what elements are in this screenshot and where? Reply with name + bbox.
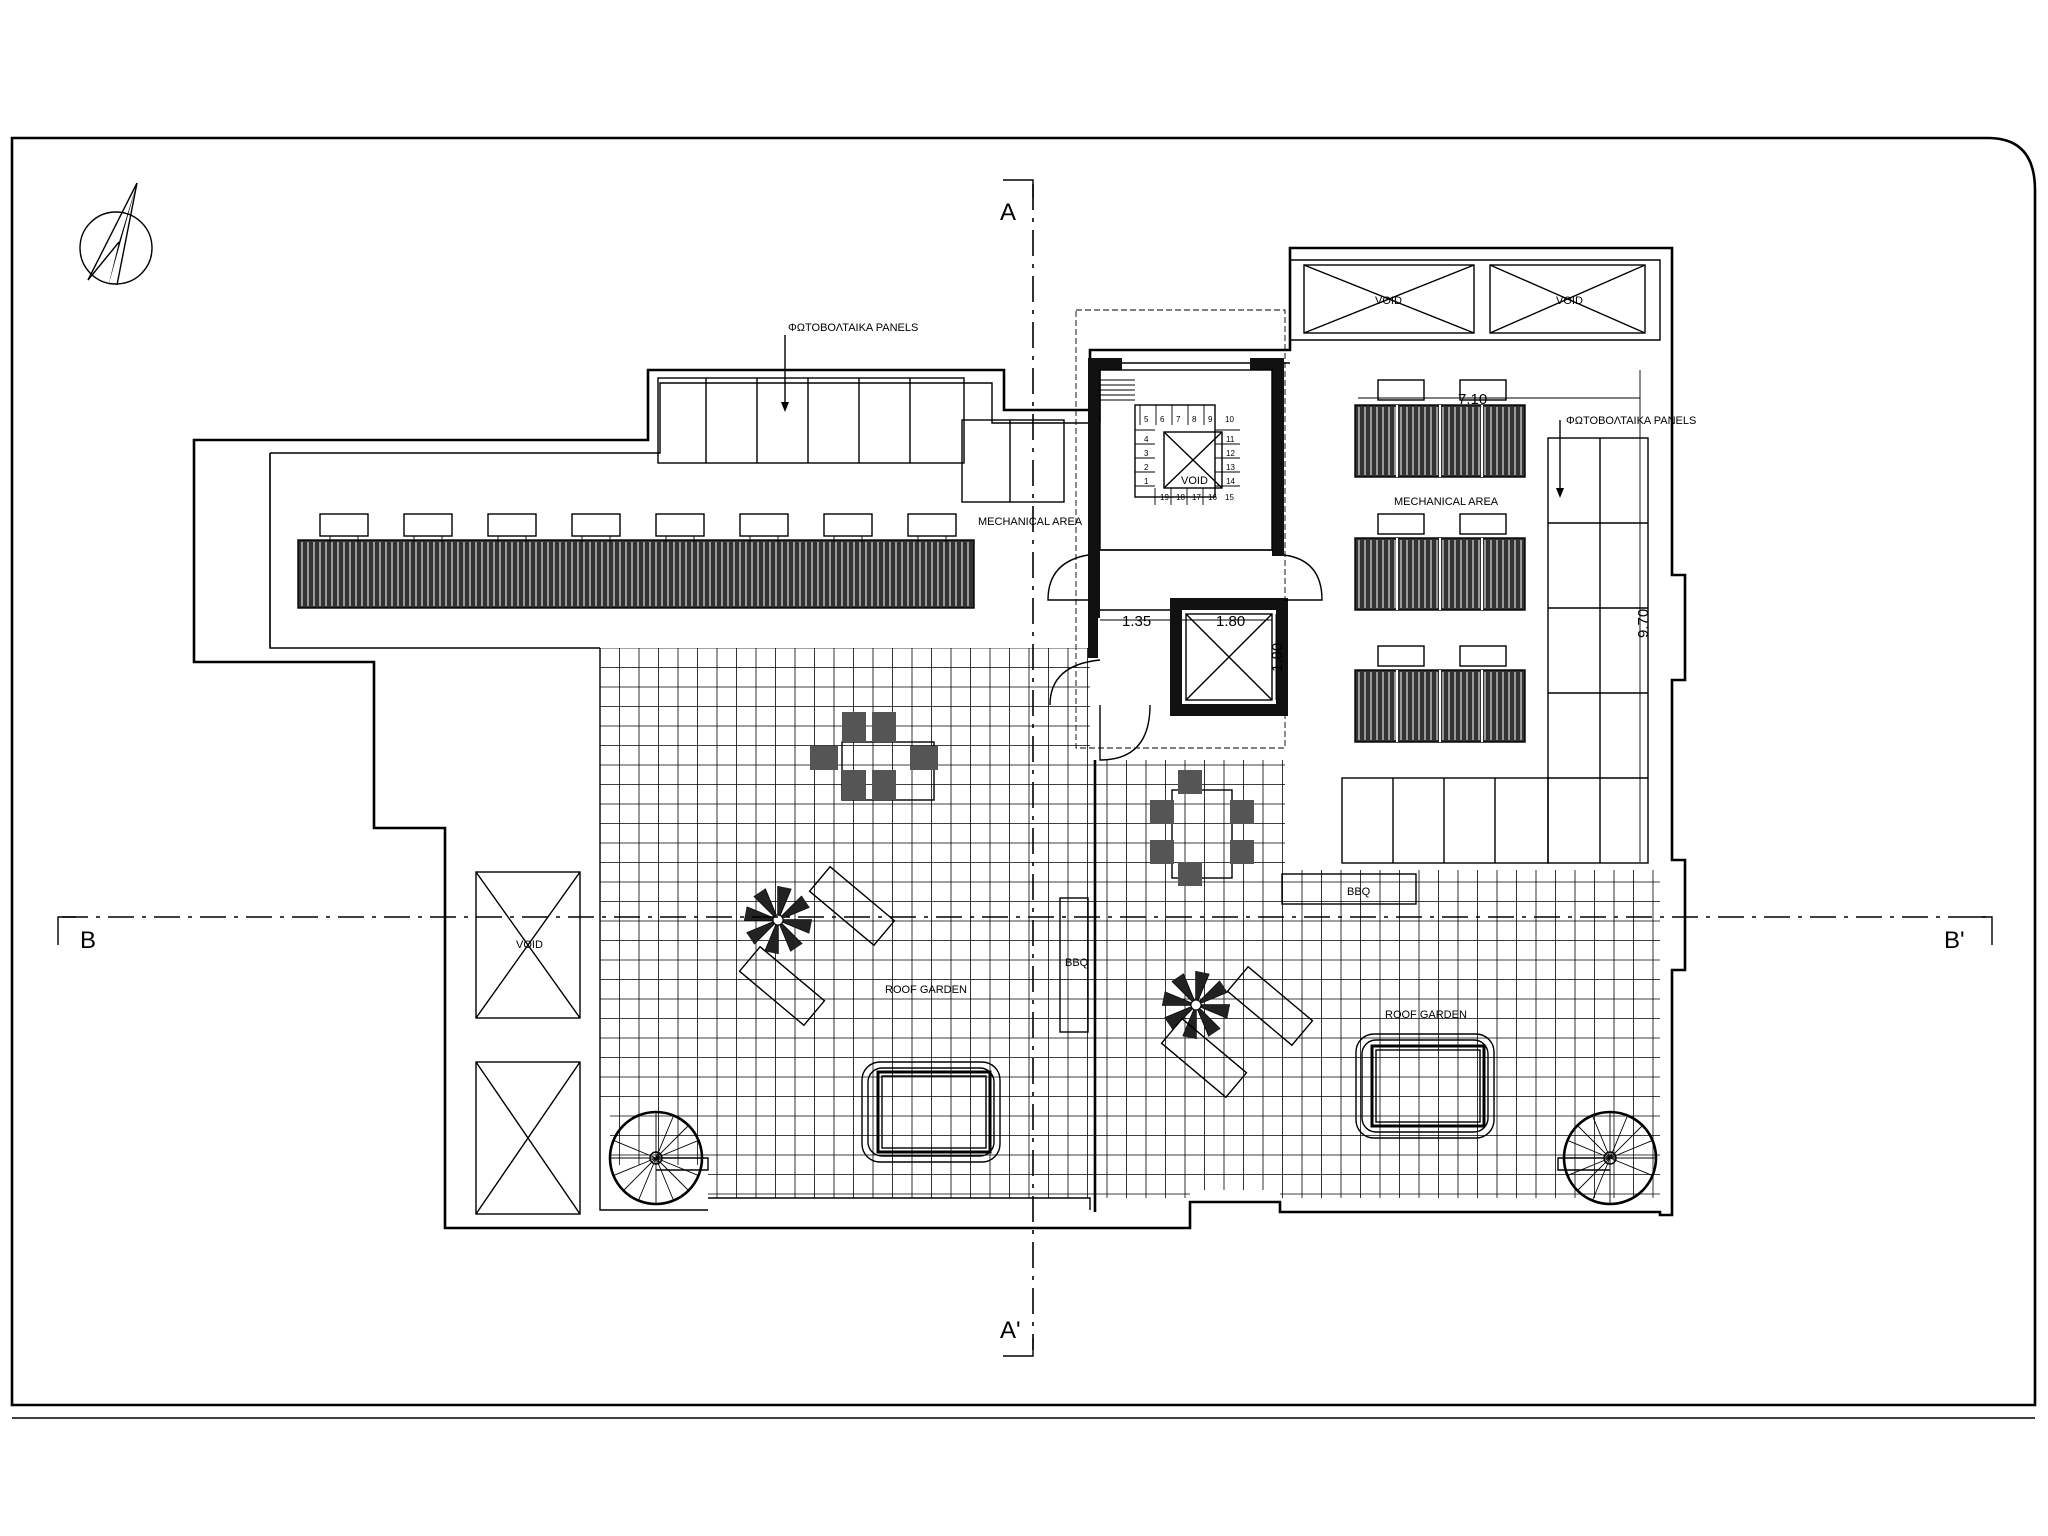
mechanical-area-left-label: MECHANICAL AREA [978,516,1083,528]
void-top-1-label: VOID [1375,295,1402,307]
void-stair-label: VOID [1181,475,1208,487]
stair-step-number: 19 [1160,493,1169,502]
stair-step-number: 8 [1192,415,1197,424]
stair-step-number: 11 [1226,435,1235,444]
dimension-1-80-horizontal: 1.80 [1216,613,1245,630]
stair-step-number: 4 [1144,435,1149,444]
pv-panels-left-label: ΦΩΤΟΒΟΛΤΑΙΚΑ PANELS [788,322,918,334]
section-a-top-label: A [1000,199,1016,226]
elevator [1170,598,1288,716]
bbq-counter-right [1281,873,1417,905]
dimension-7-10: 7.10 [1458,391,1487,408]
hvac-units-left [297,513,975,609]
hvac-units-right [1354,379,1526,743]
stair-step-number: 6 [1160,415,1165,424]
umbrella-lounger-right [1160,965,1314,1099]
pv-panels-right-label: ΦΩΤΟΒΟΛΤΑΙΚΑ PANELS [1566,415,1696,427]
stair-step-number: 1 [1144,477,1149,486]
jacuzzi-right [1355,1033,1495,1139]
dimension-9-70: 9.70 [1635,609,1652,638]
bbq-counter-center [1059,897,1089,1033]
stair-step-number: 15 [1225,493,1234,502]
void-top-2-label: VOID [1556,295,1583,307]
stair-step-number: 13 [1226,463,1235,472]
stair-step-number: 5 [1144,415,1149,424]
void-left-label: VOID [516,939,543,951]
stair-step-number: 12 [1226,449,1235,458]
dimension-lines [1100,370,1641,862]
roof-garden-right-label: ROOF GARDEN [1385,1009,1467,1021]
mechanical-unit-left [961,419,1065,503]
stair-step-number: 9 [1208,415,1213,424]
jacuzzi-left [861,1061,1001,1163]
dining-set-left [810,712,938,801]
stair-step-number: 7 [1176,415,1181,424]
stair-step-number: 14 [1226,477,1235,486]
stair-step-number: 3 [1144,449,1149,458]
section-b-left-label: B [80,927,96,954]
spiral-stair-right [1557,1110,1658,1206]
lobby-doors [1047,554,1323,761]
stair-core [1088,358,1284,618]
bbq-right-label: BBQ [1347,886,1371,898]
stair-step-number: 16 [1208,493,1217,502]
roof-garden-left-label: ROOF GARDEN [885,984,967,996]
stair-step-number: 2 [1144,463,1149,472]
void-boxes-top [1303,264,1646,334]
dimension-1-80-vertical: 1.80 [1269,643,1286,672]
section-line-b [57,916,1993,945]
stair-step-number: 18 [1176,493,1185,502]
stair-step-number: 17 [1192,493,1201,502]
umbrella-lounger-left [738,865,896,1027]
dining-set-right [1150,770,1254,886]
stair-core-dashed-outline [1075,309,1286,749]
section-line-a [1003,179,1034,1357]
stair-step-numbers: 5 6 7 8 9 10 4 3 2 1 11 12 13 14 19 18 1… [1144,415,1235,502]
stair-step-number: 10 [1225,415,1234,424]
sheet-frame [10,136,2037,1419]
void-skylights-left [475,871,581,1215]
section-a-bottom-label: A' [1000,1317,1021,1344]
spiral-stair-left [608,1110,709,1206]
bbq-center-label: BBQ [1065,957,1089,969]
pv-panels-left [657,335,965,464]
dimension-1-35: 1.35 [1122,613,1151,630]
section-b-right-label: B' [1944,927,1965,954]
pv-panels-right [1341,420,1649,864]
north-arrow-icon [79,182,153,287]
mechanical-area-right-label: MECHANICAL AREA [1394,496,1499,508]
